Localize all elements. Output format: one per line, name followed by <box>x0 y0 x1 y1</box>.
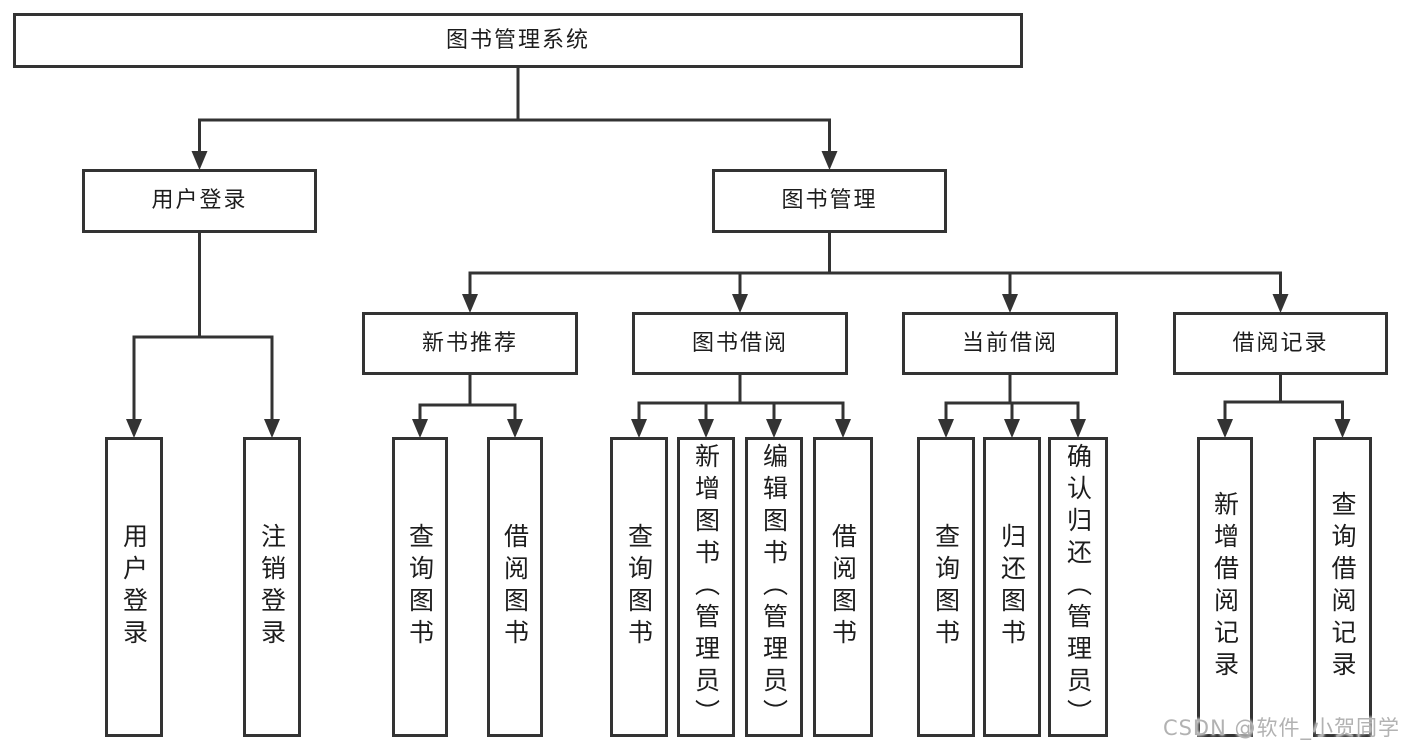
node-label-user-login: 用户登录 <box>151 188 248 213</box>
node-label-leaf-bb-query: 查询图书 <box>624 523 654 651</box>
arrowhead-icon <box>1004 419 1020 438</box>
node-leaf-cb-return: 归还图书 <box>983 437 1041 737</box>
arrowhead-icon <box>1217 419 1233 438</box>
node-leaf-br-query: 查询借阅记录 <box>1313 437 1372 737</box>
node-leaf-user-login: 用户登录 <box>105 437 163 737</box>
node-label-root: 图书管理系统 <box>445 27 590 53</box>
node-label-leaf-bb-borrow: 借阅图书 <box>828 523 858 651</box>
arrowhead-icon <box>821 151 838 170</box>
node-label-leaf-bb-add: 新增图书（管理员） <box>691 443 721 731</box>
arrowhead-icon <box>507 419 523 438</box>
node-book-borrow: 图书借阅 <box>632 312 848 375</box>
node-label-current-borrow: 当前借阅 <box>961 330 1058 356</box>
arrowhead-icon <box>631 419 647 438</box>
node-label-leaf-nb-borrow: 借阅图书 <box>500 523 530 651</box>
arrowhead-icon <box>938 419 954 438</box>
node-leaf-cb-confirm: 确认归还（管理员） <box>1048 437 1108 737</box>
watermark: CSDN @软件_小贺同学 <box>1162 716 1400 740</box>
node-leaf-br-add: 新增借阅记录 <box>1197 437 1253 737</box>
arrowhead-icon <box>766 419 782 438</box>
arrowhead-icon <box>1334 419 1351 438</box>
arrowhead-icon <box>412 419 428 438</box>
arrowhead-icon <box>264 419 280 438</box>
node-root: 图书管理系统 <box>13 13 1023 68</box>
node-user-login: 用户登录 <box>82 169 317 233</box>
arrowhead-icon <box>732 294 748 313</box>
node-leaf-nb-query: 查询图书 <box>392 437 448 737</box>
node-borrow-record: 借阅记录 <box>1173 312 1388 375</box>
arrowhead-icon <box>1272 294 1289 313</box>
node-label-leaf-bb-edit: 编辑图书（管理员） <box>759 443 789 731</box>
node-new-book-rec: 新书推荐 <box>362 312 578 375</box>
node-leaf-bb-query: 查询图书 <box>610 437 668 737</box>
node-label-leaf-br-add: 新增借阅记录 <box>1210 491 1240 683</box>
arrowhead-icon <box>191 151 208 170</box>
node-label-leaf-nb-query: 查询图书 <box>405 523 435 651</box>
node-label-new-book-rec: 新书推荐 <box>421 330 518 356</box>
node-label-leaf-cb-confirm: 确认归还（管理员） <box>1063 443 1093 731</box>
node-leaf-logout: 注销登录 <box>243 437 301 737</box>
node-label-book-borrow: 图书借阅 <box>691 330 788 356</box>
node-label-leaf-logout: 注销登录 <box>257 523 287 651</box>
arrowhead-icon <box>126 419 142 438</box>
node-label-book-mgmt: 图书管理 <box>781 188 878 213</box>
node-book-mgmt: 图书管理 <box>712 169 947 233</box>
node-leaf-bb-edit: 编辑图书（管理员） <box>745 437 803 737</box>
arrowhead-icon <box>1070 419 1086 438</box>
node-label-leaf-br-query: 查询借阅记录 <box>1328 491 1357 683</box>
arrowhead-icon <box>835 419 851 438</box>
node-current-borrow: 当前借阅 <box>902 312 1118 375</box>
node-label-leaf-user-login: 用户登录 <box>119 523 149 651</box>
node-leaf-bb-borrow: 借阅图书 <box>813 437 873 737</box>
node-leaf-nb-borrow: 借阅图书 <box>487 437 543 737</box>
arrowhead-icon <box>698 419 714 438</box>
node-leaf-bb-add: 新增图书（管理员） <box>677 437 735 737</box>
node-leaf-cb-query: 查询图书 <box>917 437 975 737</box>
arrowhead-icon <box>1002 294 1018 313</box>
arrowhead-icon <box>462 294 478 313</box>
node-label-leaf-cb-return: 归还图书 <box>997 523 1027 651</box>
node-label-borrow-record: 借阅记录 <box>1232 330 1329 356</box>
node-label-leaf-cb-query: 查询图书 <box>931 523 961 651</box>
